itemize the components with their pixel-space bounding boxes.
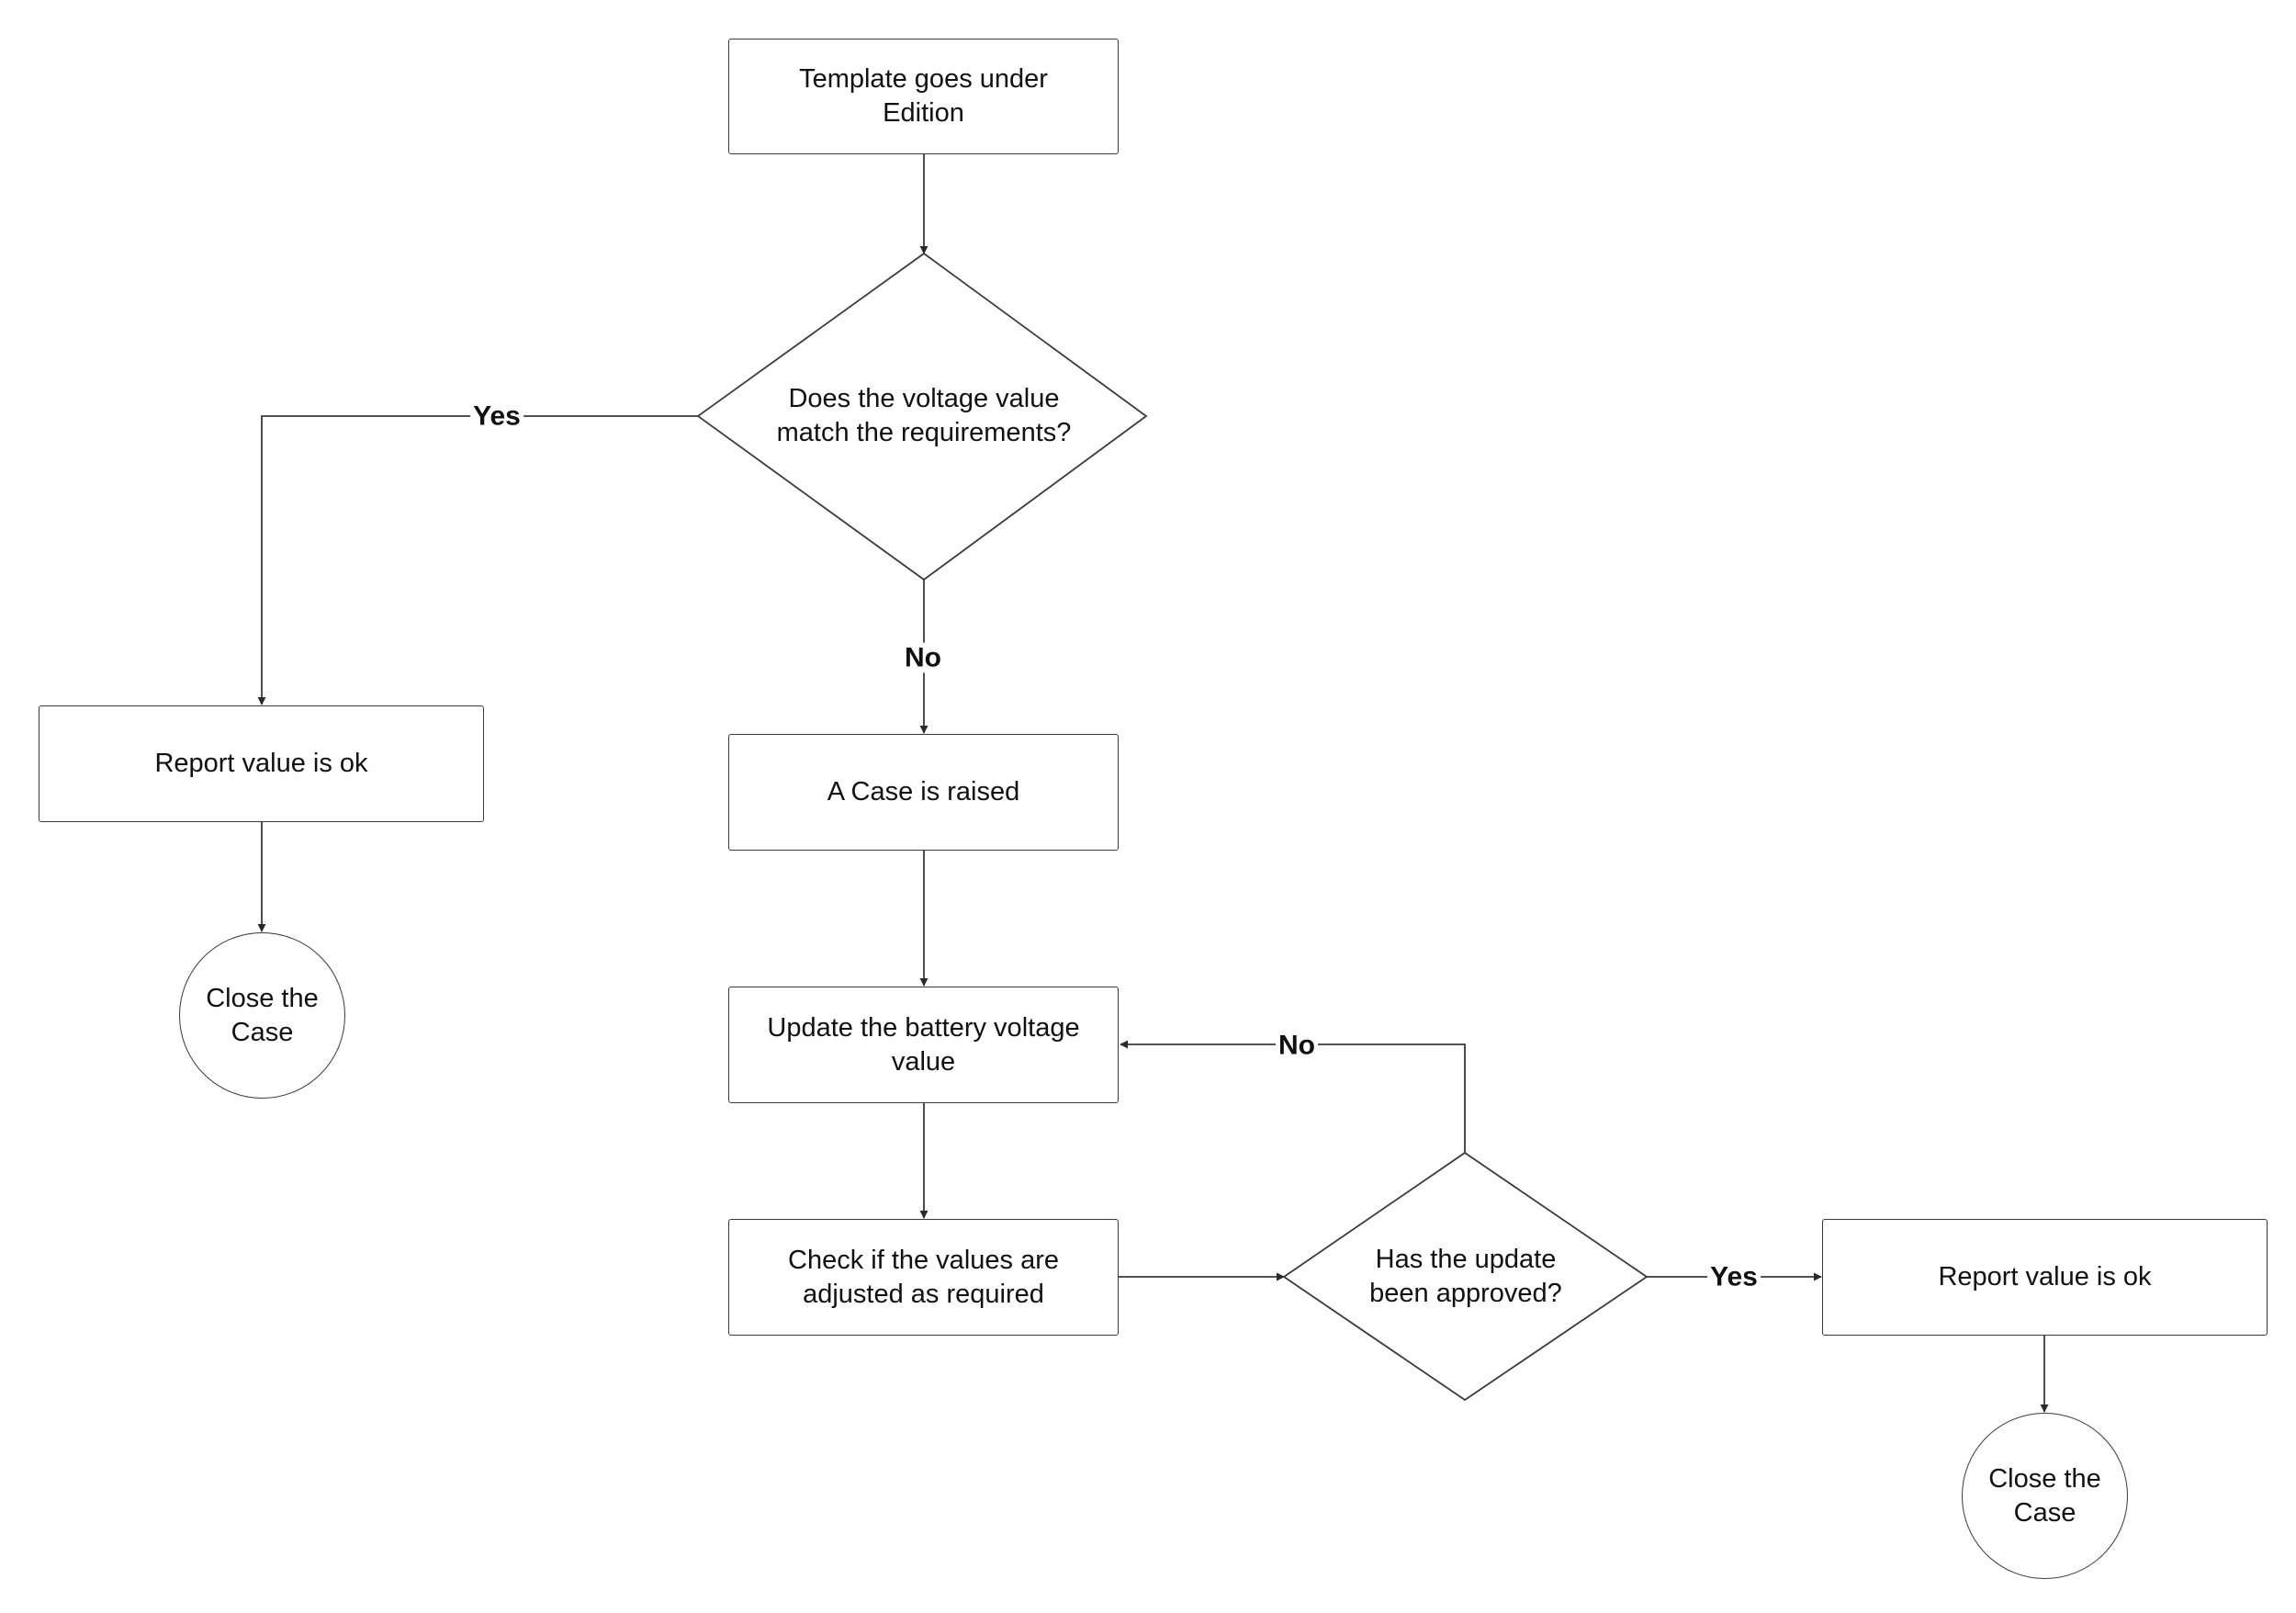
decision-approved-shape [1282,1151,1649,1402]
node-template-under-edition-label: Template goes under Edition [799,64,1048,128]
decision-voltage-label: Does the voltage value match the require… [776,384,1072,447]
node-case-raised-label: A Case is raised [827,777,1020,807]
node-template-under-edition: Template goes under Edition [728,39,1119,154]
node-update-battery-voltage-label: Update the battery voltage value [767,1012,1080,1077]
node-check-values: Check if the values are adjusted as requ… [728,1219,1119,1336]
node-report-ok-left-label: Report value is ok [154,749,368,779]
node-report-ok-right: Report value is ok [1822,1219,2268,1336]
edge-label-voltage-no: No [902,642,944,673]
node-update-battery-voltage: Update the battery voltage value [728,987,1119,1103]
terminal-close-case-right-label: Close the Case [1988,1463,2101,1528]
edge-label-voltage-yes: Yes [470,400,523,432]
edge-label-approved-yes: Yes [1707,1261,1761,1292]
edge-voltage-yes [257,415,698,705]
terminal-close-case-right: Close the Case [1962,1413,2128,1579]
decision-approved-label: Has the update been approved? [1369,1245,1562,1308]
decision-voltage-shape [696,252,1148,581]
edge-label-approved-no: No [1276,1030,1318,1061]
edge-approved-no [1120,1040,1466,1153]
node-report-ok-left: Report value is ok [39,705,484,822]
decision-approved: Has the update been approved? [1321,1222,1611,1332]
node-case-raised: A Case is raised [728,734,1119,851]
decision-voltage: Does the voltage value match the require… [735,358,1113,474]
node-check-values-label: Check if the values are adjusted as requ… [788,1245,1059,1309]
terminal-close-case-left-label: Close the Case [206,983,319,1047]
node-report-ok-right-label: Report value is ok [1938,1262,2152,1292]
terminal-close-case-left: Close the Case [179,932,345,1099]
